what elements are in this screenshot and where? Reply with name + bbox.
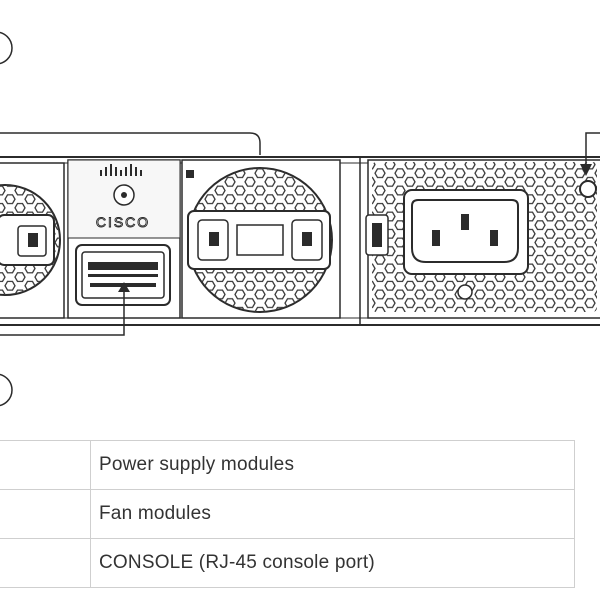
legend-description: Fan modules: [90, 489, 575, 539]
callout-circle-top: [0, 31, 13, 65]
psu-callout-arrowhead: [580, 164, 592, 176]
management-module: CISCO: [67, 159, 181, 319]
psu-release-latch-icon: [457, 284, 473, 300]
ac-power-inlet-icon: [403, 189, 529, 275]
cisco-logo-icon: [100, 164, 142, 176]
switch-rear-panel-diagram: CISCO: [0, 31, 600, 407]
legend-row-power-supply: Power supply modules: [0, 440, 575, 490]
legend-number-cell: [0, 489, 91, 539]
console-port: [75, 244, 171, 306]
console-callout-arrowhead: [118, 282, 130, 292]
console-callout-line: [0, 284, 125, 336]
legend-row-fan-modules: Fan modules: [0, 489, 575, 539]
fan-module-right: [181, 159, 341, 319]
legend-row-console: CONSOLE (RJ-45 console port): [0, 538, 575, 588]
power-supply-module: [365, 159, 600, 319]
fan-modules-bracket: [0, 132, 261, 155]
legend-number-cell: [0, 440, 91, 490]
psu-status-led-icon: [579, 180, 597, 198]
psu-callout-line: [585, 132, 600, 168]
callout-circle-bottom: [0, 373, 13, 407]
legend-description: Power supply modules: [90, 440, 575, 490]
legend-table: Power supply modules Fan modules CONSOLE…: [0, 440, 575, 588]
legend-description: CONSOLE (RJ-45 console port): [90, 538, 575, 588]
fan-module-left: [0, 162, 65, 319]
legend-number-cell: [0, 538, 91, 588]
brand-label: CISCO: [96, 214, 150, 230]
